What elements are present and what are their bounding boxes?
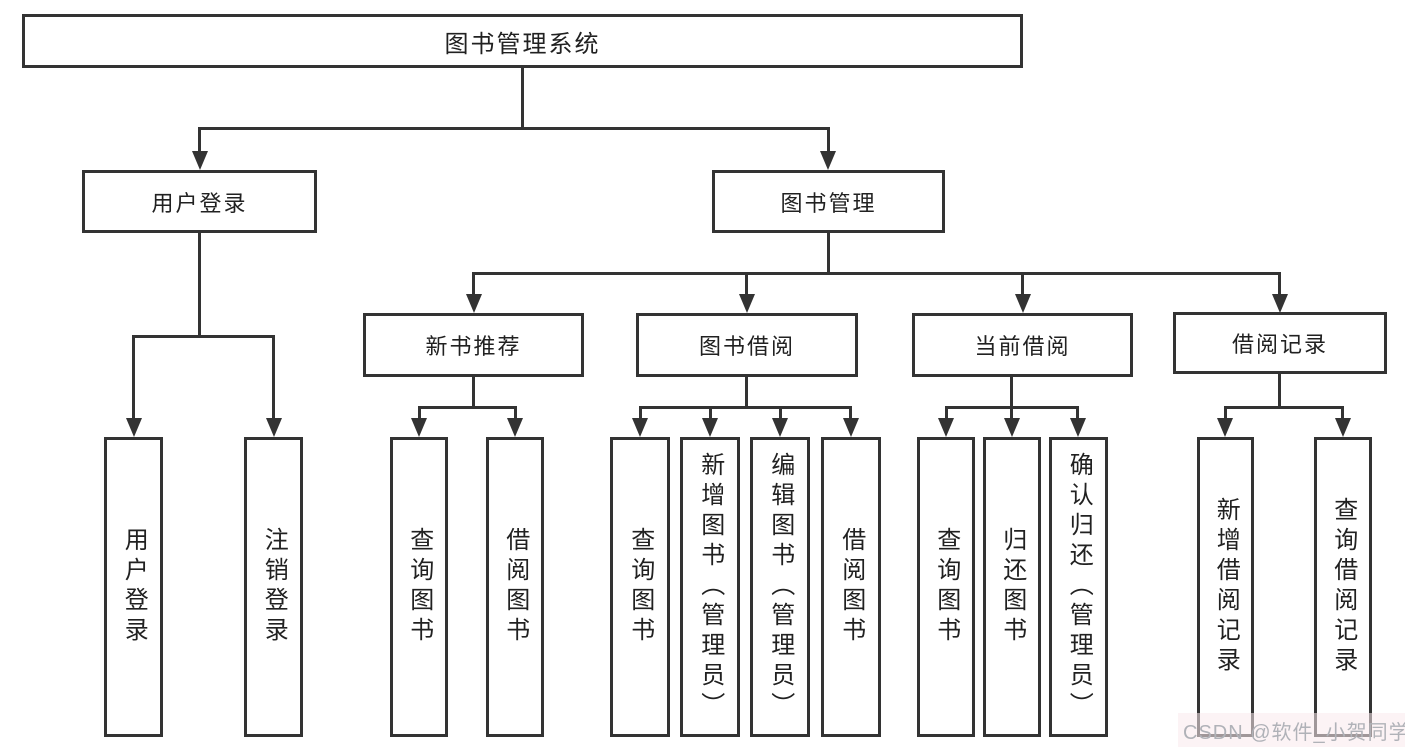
- connector-line: [639, 406, 642, 420]
- connector-line: [1010, 406, 1013, 420]
- leaf-label: 用户登录: [120, 527, 148, 647]
- watermark-background: [1178, 713, 1405, 747]
- leaf-label: 新增借阅记录: [1212, 497, 1240, 677]
- arrow-down-icon: [820, 151, 836, 170]
- node-library-system: 图书管理系统: [22, 14, 1023, 68]
- node-new-book-recommend: 新书推荐: [363, 313, 584, 377]
- leaf-label: 编辑图书（管理员）: [766, 452, 794, 722]
- leaf-edit-books-admin: 编辑图书（管理员）: [750, 437, 810, 737]
- leaf-label: 确认归还（管理员）: [1065, 452, 1093, 722]
- arrow-down-icon: [1335, 418, 1351, 437]
- connector-line: [945, 406, 948, 420]
- leaf-query-books-current: 查询图书: [917, 437, 975, 737]
- leaf-borrow-books: 借阅图书: [821, 437, 881, 737]
- leaf-return-books: 归还图书: [983, 437, 1041, 737]
- connector-line: [1224, 406, 1227, 420]
- connector-line: [1010, 377, 1013, 409]
- leaf-user-login: 用户登录: [104, 437, 163, 737]
- arrow-down-icon: [126, 418, 142, 437]
- connector-line: [745, 377, 748, 409]
- connector-line: [827, 233, 830, 275]
- connector-line: [639, 406, 851, 409]
- leaf-query-books-recommend: 查询图书: [390, 437, 448, 737]
- connector-line: [849, 406, 852, 420]
- node-user-login: 用户登录: [82, 170, 317, 233]
- arrow-down-icon: [772, 418, 788, 437]
- leaf-label: 借阅图书: [837, 527, 865, 647]
- arrow-down-icon: [1217, 418, 1233, 437]
- connector-line: [472, 272, 475, 298]
- leaf-label: 查询图书: [932, 527, 960, 647]
- connector-line: [1076, 406, 1079, 420]
- arrow-down-icon: [702, 418, 718, 437]
- leaf-label: 新增图书（管理员）: [696, 452, 724, 722]
- connector-line: [472, 272, 1281, 275]
- leaf-add-books-admin: 新增图书（管理员）: [680, 437, 740, 737]
- connector-line: [514, 406, 517, 420]
- connector-line: [1278, 272, 1281, 298]
- leaf-confirm-return-admin: 确认归还（管理员）: [1049, 437, 1108, 737]
- arrow-down-icon: [1004, 418, 1020, 437]
- leaf-label: 查询图书: [626, 527, 654, 647]
- connector-line: [198, 127, 830, 130]
- leaf-query-borrow-record: 查询借阅记录: [1314, 437, 1372, 737]
- leaf-label: 借阅图书: [501, 527, 529, 647]
- arrow-down-icon: [1015, 294, 1031, 313]
- connector-line: [272, 335, 275, 421]
- connector-line: [521, 68, 524, 130]
- connector-line: [827, 127, 830, 155]
- arrow-down-icon: [938, 418, 954, 437]
- node-book-borrow: 图书借阅: [636, 313, 858, 377]
- connector-line: [198, 127, 201, 155]
- connector-line: [1341, 406, 1344, 420]
- arrow-down-icon: [411, 418, 427, 437]
- connector-line: [418, 406, 421, 420]
- connector-line: [1278, 374, 1281, 409]
- leaf-label: 注销登录: [260, 527, 288, 647]
- leaf-logout: 注销登录: [244, 437, 303, 737]
- leaf-borrow-books-recommend: 借阅图书: [486, 437, 544, 737]
- watermark: CSDN @软件_小贺同学: [1183, 722, 1405, 744]
- leaf-query-books-borrow: 查询图书: [610, 437, 670, 737]
- connector-line: [709, 406, 712, 420]
- arrow-down-icon: [466, 294, 482, 313]
- leaf-add-borrow-record: 新增借阅记录: [1197, 437, 1254, 737]
- node-current-borrow: 当前借阅: [912, 313, 1133, 377]
- arrow-down-icon: [192, 151, 208, 170]
- arrow-down-icon: [1272, 294, 1288, 313]
- connector-line: [132, 335, 275, 338]
- node-book-management: 图书管理: [712, 170, 945, 233]
- connector-line: [472, 377, 475, 409]
- connector-line: [418, 406, 517, 409]
- arrow-down-icon: [266, 418, 282, 437]
- connector-line: [1021, 272, 1024, 298]
- arrow-down-icon: [507, 418, 523, 437]
- leaf-label: 查询借阅记录: [1329, 497, 1357, 677]
- arrow-down-icon: [1070, 418, 1086, 437]
- node-borrow-records: 借阅记录: [1173, 312, 1387, 374]
- connector-line: [198, 233, 201, 338]
- connector-line: [132, 335, 135, 421]
- connector-line: [745, 272, 748, 298]
- connector-line: [779, 406, 782, 420]
- leaf-label: 归还图书: [998, 527, 1026, 647]
- arrow-down-icon: [632, 418, 648, 437]
- connector-line: [1224, 406, 1344, 409]
- arrow-down-icon: [843, 418, 859, 437]
- arrow-down-icon: [739, 294, 755, 313]
- leaf-label: 查询图书: [405, 527, 433, 647]
